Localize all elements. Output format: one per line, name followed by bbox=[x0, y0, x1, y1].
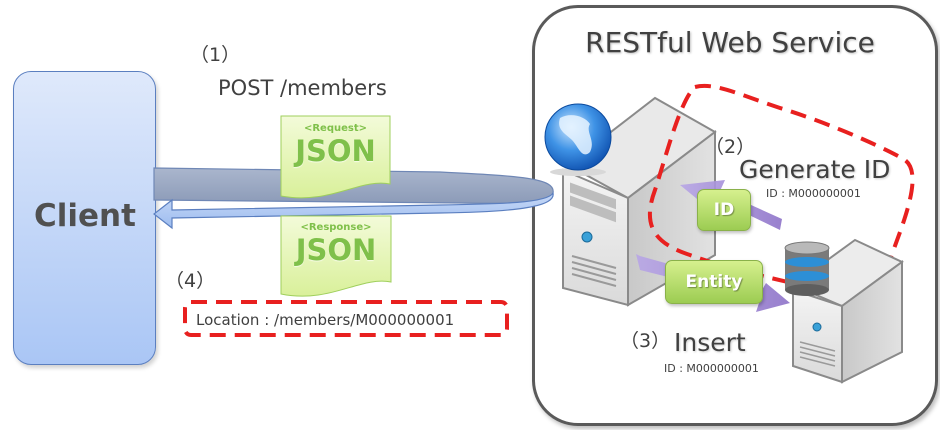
client-label: Client bbox=[34, 198, 136, 234]
request-tag: <Request> bbox=[303, 123, 368, 134]
response-doc-text: <Response> JSON bbox=[281, 222, 391, 267]
step-3-number: （3） bbox=[620, 330, 671, 352]
location-highlight bbox=[183, 300, 509, 337]
post-members-label: POST /members bbox=[218, 76, 387, 100]
location-header: Location : /members/M000000001 bbox=[196, 311, 455, 329]
response-tag: <Response> bbox=[300, 222, 372, 233]
id-pill: ID bbox=[697, 189, 751, 231]
service-title: RESTful Web Service bbox=[585, 26, 875, 59]
request-format: JSON bbox=[295, 134, 376, 168]
generate-id-highlight bbox=[648, 84, 915, 297]
step-2-number: （2） bbox=[705, 136, 756, 158]
response-format: JSON bbox=[295, 233, 377, 267]
step-4-number: （4） bbox=[165, 270, 216, 292]
globe-icon bbox=[544, 103, 612, 176]
step-1-number: （1） bbox=[190, 44, 241, 66]
inserted-id-value: ID : M000000001 bbox=[664, 362, 759, 375]
response-json-document bbox=[280, 215, 392, 297]
entity-pill: Entity bbox=[665, 260, 763, 304]
database-icon bbox=[784, 241, 830, 296]
generate-id-label: Generate ID bbox=[739, 155, 891, 184]
client-box bbox=[13, 71, 156, 365]
request-json-document bbox=[280, 115, 391, 199]
generated-id-value: ID : M000000001 bbox=[766, 187, 861, 200]
request-doc-text: <Request> JSON bbox=[281, 123, 390, 168]
response-arrow bbox=[153, 191, 554, 230]
insert-label: Insert bbox=[674, 328, 746, 357]
